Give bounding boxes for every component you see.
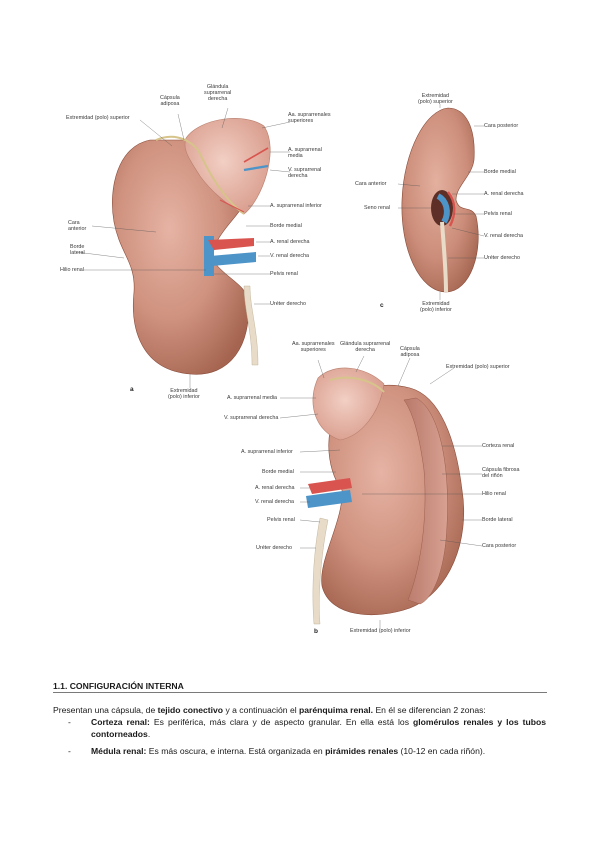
label-a-cara-anterior: Cara anterior	[68, 220, 87, 233]
label-b-capsula-adiposa: Cápsula adiposa	[400, 346, 420, 359]
kidney-c-illustration	[401, 107, 479, 293]
label-a-a-renal: A. renal derecha	[270, 239, 310, 245]
label-a-v-renal: V. renal derecha	[270, 253, 310, 259]
label-c-pelvis: Pelvis renal	[484, 211, 512, 217]
label-b-v-renal: V. renal derecha	[255, 499, 295, 505]
label-a-borde-medial: Borde medial	[270, 223, 302, 229]
panel-letter-c: c	[380, 302, 384, 309]
bullet-end-medula: (10-12 en cada riñón).	[398, 746, 486, 756]
intro-text-1: Presentan una cápsula, de	[53, 705, 158, 715]
bullet-item-corteza: Corteza renal: Es periférica, más clara …	[91, 717, 546, 740]
label-a-polo-superior: Extremidad (polo) superior	[66, 115, 130, 121]
label-c-a-renal: A. renal derecha	[484, 191, 524, 197]
kidney-b-illustration	[306, 367, 465, 625]
label-c-cara-anterior: Cara anterior	[355, 181, 387, 187]
label-c-v-renal: V. renal derecha	[484, 233, 524, 239]
label-b-polo-superior: Extremidad (polo) superior	[446, 364, 510, 370]
label-b-hilio: Hilio renal	[482, 491, 506, 497]
label-b-borde-medial: Borde medial	[262, 469, 294, 475]
label-a-capsula-adiposa: Cápsula adiposa	[160, 95, 180, 108]
label-c-cara-posterior: Cara posterior	[484, 123, 519, 129]
label-b-pelvis: Pelvis renal	[267, 517, 295, 523]
kidney-figure	[75, 104, 485, 628]
section-divider	[53, 692, 547, 693]
label-b-borde-lateral: Borde lateral	[482, 517, 513, 523]
intro-bold-1: tejido conectivo	[157, 705, 224, 715]
label-a-hilio: Hilio renal	[60, 267, 84, 273]
label-b-a-supra-media: A. suprarrenal media	[227, 395, 278, 401]
panel-letter-b: b	[314, 628, 318, 635]
intro-text-3: En él se diferencian 2 zonas:	[373, 705, 486, 715]
bullet-end-corteza: .	[147, 728, 151, 739]
kidney-a-illustration	[112, 118, 271, 375]
label-b-v-supra: V. suprarrenal derecha	[224, 415, 279, 421]
intro-text-2: y a continuación el	[223, 705, 300, 715]
label-b-corteza: Corteza renal	[482, 443, 515, 449]
label-a-pelvis: Pelvis renal	[270, 271, 298, 277]
intro-bold-2: parénquima renal.	[299, 705, 374, 715]
bullet-item-medula: Médula renal: Es más oscura, e interna. …	[91, 746, 546, 758]
bullet-dash-2: -	[68, 746, 71, 756]
label-a-polo-inferior: Extremidad (polo) inferior	[168, 388, 200, 401]
bullet-text-corteza: Es periférica, más clara y de aspecto gr…	[149, 717, 413, 727]
label-a-ureter: Uréter derecho	[270, 301, 306, 307]
label-b-a-supra-inferior: A. suprarrenal inferior	[241, 449, 293, 455]
label-b-polo-inferior: Extremidad (polo) inferior	[350, 628, 411, 634]
label-a-aa-suprarrenales: Aa. suprarrenales superiores	[288, 112, 331, 125]
label-b-aa-suprarrenales: Aa. suprarrenales superiores	[292, 341, 335, 354]
label-c-borde-medial: Borde medial	[484, 169, 516, 175]
label-b-a-renal: A. renal derecha	[255, 485, 295, 491]
intro-paragraph: Presentan una cápsula, de tejido conecti…	[53, 705, 486, 717]
bullet-dash-1: -	[68, 717, 71, 727]
bullet-term-corteza: Corteza renal:	[91, 717, 150, 727]
label-a-v-supra: V. suprarrenal derecha	[288, 167, 322, 180]
bullet-term-medula: Médula renal:	[91, 746, 147, 756]
section-title: 1.1. CONFIGURACIÓN INTERNA	[53, 681, 184, 691]
label-c-polo-superior: Extremidad (polo) superior	[418, 93, 453, 106]
leader-lines	[75, 104, 485, 628]
label-c-ureter: Uréter derecho	[484, 255, 520, 261]
label-a-a-supra-media: A. suprarrenal media	[288, 147, 322, 160]
label-a-borde-lateral: Borde lateral	[70, 244, 85, 257]
label-b-ureter: Uréter derecho	[256, 545, 292, 551]
label-c-seno: Seno renal	[364, 205, 391, 211]
label-c-polo-inferior: Extremidad (polo) inferior	[420, 301, 452, 314]
bullet-text-medula: Es más oscura, e interna. Está organizad…	[146, 746, 326, 756]
label-b-glandula: Glándula suprarrenal derecha	[340, 341, 391, 354]
label-a-glandula: Glándula suprarrenal derecha	[204, 84, 232, 103]
bullet-bold-corteza: glomérulos renales y los tubos contornea…	[91, 717, 546, 739]
label-b-cara-posterior: Cara posterior	[482, 543, 517, 549]
label-b-capsula-fibrosa: Cápsula fibrosa del riñón	[482, 467, 520, 480]
panel-letter-a: a	[130, 386, 134, 393]
bullet-bold-medula: pirámides renales	[325, 746, 399, 756]
label-a-a-supra-inferior: A. suprarrenal inferior	[270, 203, 322, 209]
